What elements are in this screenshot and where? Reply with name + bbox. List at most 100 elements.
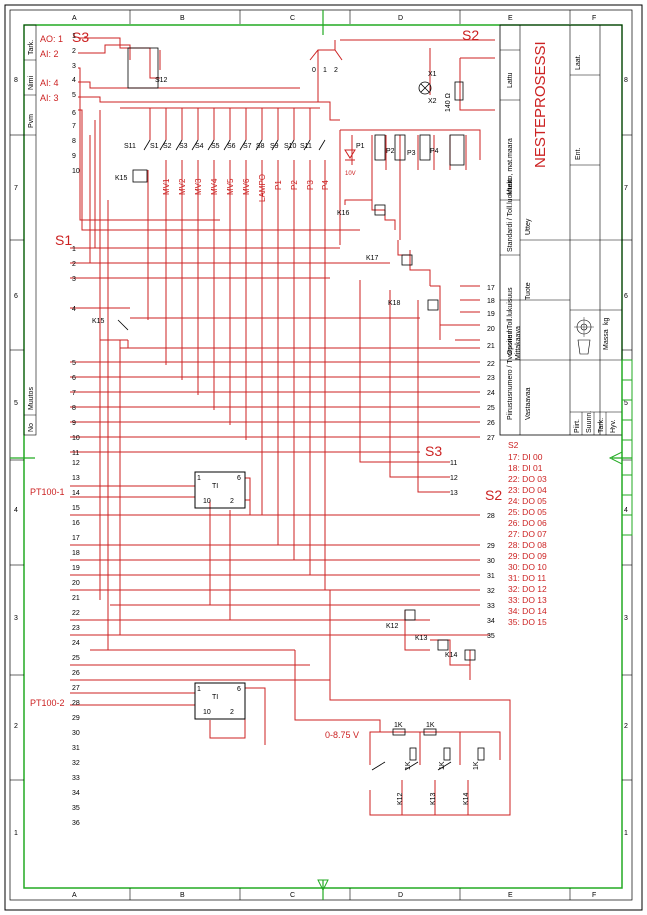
column-letter-A: A [72,892,77,899]
svg-text:P1: P1 [356,143,365,150]
io-row-10: 30: DO 10 [508,562,547,572]
terminal-right-22: 22 [487,361,495,368]
terminal-right-28: 28 [487,513,495,520]
strip-muutos: Muutos [28,387,35,410]
svg-text:12: 12 [450,475,458,482]
svg-text:P4: P4 [430,148,439,155]
terminal-right-34: 34 [487,618,495,625]
input-ai2: AI: 2 [40,49,59,59]
column-letter-F: F [592,892,596,899]
terminal-s1-32: 32 [72,760,80,767]
terminal-s1-10: 10 [72,435,80,442]
voltage-label: 0-8.75 V [325,730,359,740]
terminal-left-5: 5 [72,92,76,99]
svg-text:S11: S11 [300,143,312,150]
row-number-3: 3 [624,615,628,622]
title-block: NESTEPROSESSI Lattu Muuto, mat.maara Sta… [499,24,623,436]
io-row-4: 24: DO 05 [508,496,547,506]
terminal-s1-16: 16 [72,520,80,527]
svg-text:10: 10 [203,709,211,716]
valve-labels: MV1 MV2 MV3 MV4 MV5 MV6 LAMPO P1 P2 P3 P… [162,174,330,202]
terminal-right-35: 35 [487,633,495,640]
io-row-13: 33: DO 13 [508,595,547,605]
svg-text:S6: S6 [227,143,236,150]
svg-text:LAMPO: LAMPO [258,174,267,202]
row-number-5: 5 [624,400,628,407]
label-vastaavaa: Vastaavaa [525,387,532,420]
terminal-left-7: 7 [72,123,76,130]
svg-text:1K: 1K [405,761,412,770]
arrow-marker-bottom [317,879,329,892]
terminal-s1-14: 14 [72,490,80,497]
terminal-s1-2: 2 [72,261,76,268]
svg-text:1K: 1K [473,761,480,770]
label-osoite: Osoite / Toll.lukuisuus [507,287,514,355]
row-number-4: 4 [14,507,18,514]
svg-text:S11: S11 [124,143,136,150]
projection-symbol-icon [574,317,594,355]
input-ai3: AI: 3 [40,93,59,103]
label-tark2: Tark. [598,418,605,433]
terminal-right-29: 29 [487,543,495,550]
svg-text:1K: 1K [394,722,403,729]
svg-text:K13: K13 [430,792,437,805]
row-numbers: 87 65 43 21 87 65 43 21 [14,77,628,837]
strip-no: No [28,423,35,432]
terminal-s1-13: 13 [72,475,80,482]
svg-text:6: 6 [237,686,241,693]
row-number-6: 6 [14,293,18,300]
label-piirustusnumero: Piirustusnumero / Tvorpsnum [507,329,514,420]
terminal-s1-1: 1 [72,246,76,253]
row-number-8: 8 [14,77,18,84]
terminal-s1-25: 25 [72,655,80,662]
terminal-s1-34: 34 [72,790,80,797]
relay-k16: K16 [337,210,350,217]
terminal-right-25: 25 [487,405,495,412]
dial-2: 2 [334,67,338,74]
svg-text:11: 11 [450,460,457,467]
input-ai4: AI: 4 [40,78,59,88]
revision-strip: Tark. Nimi Pvm Muutos No [23,24,37,436]
terminal-left-1: 1 [72,33,76,40]
label-laat: Laat. [575,54,582,70]
svg-text:S9: S9 [270,143,279,150]
io-row-3: 23: DO 04 [508,485,547,495]
terminal-left-4: 4 [72,77,76,84]
terminal-right-27: 27 [487,435,495,442]
io-row-14: 34: DO 14 [508,606,547,616]
svg-text:2: 2 [230,709,234,716]
green-markers [621,359,633,536]
label-tuote: Tuote [525,282,532,300]
io-row-12: 32: DO 12 [508,584,547,594]
column-letter-B: B [180,892,185,899]
terminal-s1-7: 7 [72,390,76,397]
relay-k12: K12 [386,623,399,630]
row-number-7: 7 [624,185,628,192]
row-number-4: 4 [624,507,628,514]
label-ent: Ent. [575,147,582,160]
terminal-left-10: 10 [72,168,80,175]
arrow-marker-right [608,451,623,465]
column-letter-D: D [398,892,403,899]
pt100-1: PT100-1 [30,487,65,497]
terminal-s1-23: 23 [72,625,80,632]
label-uttey: Uttey [525,218,532,235]
svg-text:10: 10 [203,498,211,505]
terminal-right-18: 18 [487,298,495,305]
switch-s3-top: S3 [72,29,89,45]
terminal-s1-6: 6 [72,375,76,382]
io-row-9: 29: DO 09 [508,551,547,561]
svg-text:P2: P2 [386,148,395,155]
column-letter-D: D [398,15,403,22]
svg-text:S4: S4 [195,143,204,150]
switch-s2-top: S2 [462,27,479,43]
label-kg: kg [603,318,610,326]
svg-text:13: 13 [450,490,458,497]
contact-labels: S11 S1 S2 S3 S4 S5 S6 S7 S8 S9 S10 S11 [124,143,312,150]
label-lattu: Lattu [507,72,514,88]
terminal-right-19: 19 [487,311,495,318]
column-letter-E: E [508,892,513,899]
terminal-right-33: 33 [487,603,495,610]
terminal-right-26: 26 [487,420,495,427]
